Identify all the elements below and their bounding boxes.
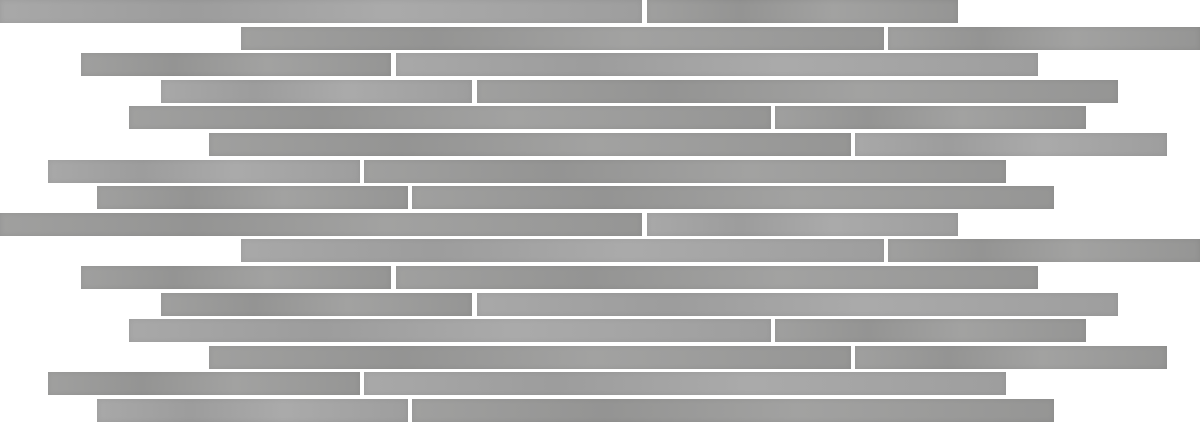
mosaic-tile — [0, 213, 642, 236]
mosaic-tile — [161, 293, 472, 316]
mosaic-tile — [775, 106, 1086, 129]
mosaic-tile — [161, 80, 472, 103]
mosaic-tile — [209, 133, 851, 156]
mosaic-tile — [412, 399, 1054, 422]
mosaic-tile — [48, 372, 360, 395]
mosaic-tile — [241, 27, 884, 50]
mosaic-tile — [647, 213, 958, 236]
mosaic-tile — [412, 186, 1054, 209]
mosaic-tile — [209, 346, 851, 369]
mosaic-tile — [477, 293, 1118, 316]
mosaic-tile — [241, 239, 884, 262]
mosaic-tile — [396, 53, 1038, 76]
mosaic-tile — [97, 399, 408, 422]
mosaic-tile — [129, 319, 771, 342]
mosaic-tile — [396, 266, 1038, 289]
mosaic-tile — [775, 319, 1086, 342]
mosaic-tile — [855, 346, 1167, 369]
mosaic-tile — [81, 53, 391, 76]
mosaic-tile — [647, 0, 958, 23]
mosaic-tile — [0, 0, 642, 23]
mosaic-tile — [364, 160, 1006, 183]
mosaic-tile — [888, 27, 1200, 50]
mosaic-tile — [855, 133, 1167, 156]
mosaic-tile — [364, 372, 1006, 395]
mosaic-tile — [888, 239, 1200, 262]
mosaic-tile — [129, 106, 771, 129]
mosaic-tile — [48, 160, 360, 183]
mosaic-tile — [477, 80, 1118, 103]
mosaic-tile — [97, 186, 408, 209]
mosaic-tile — [81, 266, 391, 289]
